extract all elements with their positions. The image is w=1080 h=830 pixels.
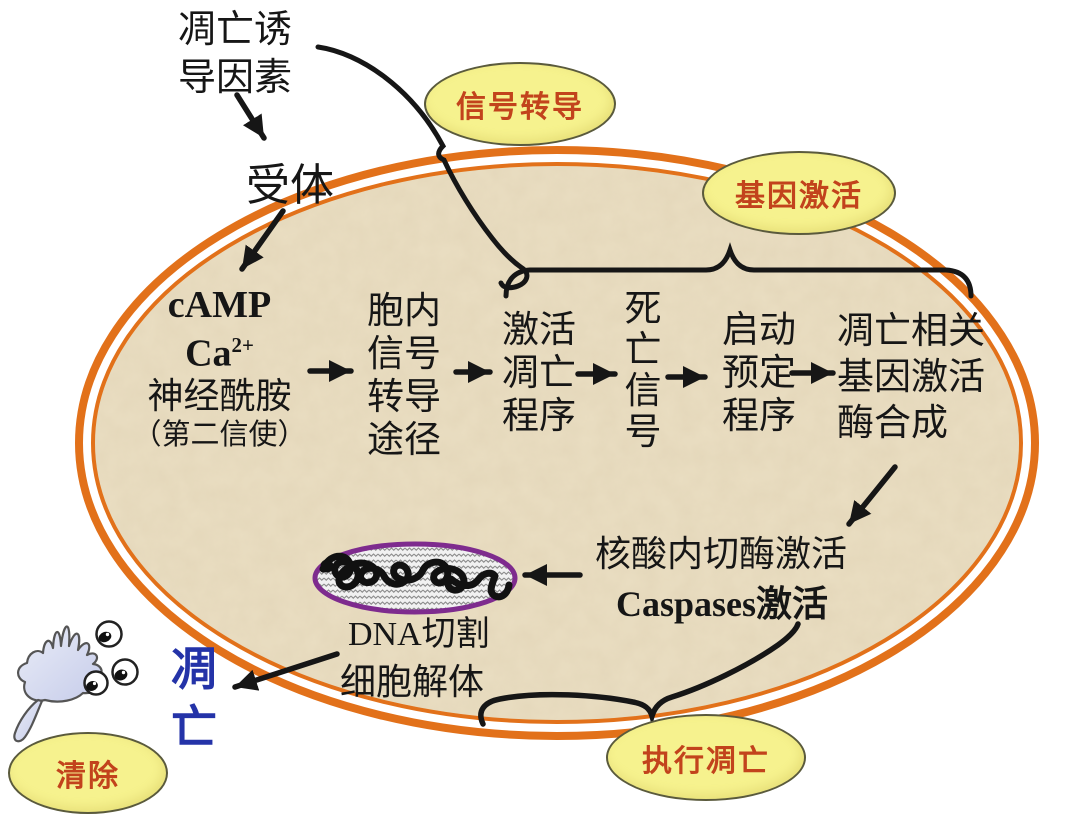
activate-line3: 程序 <box>502 396 576 437</box>
apoptosis-char2: 亡 <box>171 702 217 753</box>
phagocyte-illustration <box>13 620 139 743</box>
arrow-receptor-to-messengers <box>239 208 286 272</box>
badge-execute-apoptosis-label: 执行凋亡 <box>642 744 770 778</box>
calcium-line: Ca2+ <box>185 324 254 375</box>
dna-fragmentation-illustration <box>312 541 518 615</box>
death-line4: 号 <box>624 412 662 453</box>
death-line1: 死 <box>624 289 662 330</box>
receptor-label: 受体 <box>246 161 334 210</box>
initiate-line2: 预定 <box>722 353 796 394</box>
signal-transduction-curve <box>315 44 530 291</box>
cell-disintegration-label: 细胞解体 <box>340 662 485 702</box>
arrow-disintegration-to-phagocyte <box>232 651 340 691</box>
apoptosis-char1: 凋 <box>171 644 217 695</box>
inducer-line1: 凋亡诱 <box>177 9 292 51</box>
badge-gene-activation: 基因激活 <box>702 151 896 235</box>
genes-line1: 凋亡相关 <box>837 311 985 352</box>
badge-signal-transduction-label: 信号转导 <box>456 91 584 124</box>
initiate-line3: 程序 <box>722 396 796 437</box>
initiate-program-label: 启动 预定 程序 <box>715 309 803 438</box>
endonuclease-label: 核酸内切酶激活 <box>594 534 847 574</box>
badge-clearance-label: 清除 <box>56 760 120 793</box>
activate-program-label: 激活 凋亡 程序 <box>496 309 582 438</box>
execute-apoptosis-brace <box>478 621 801 727</box>
phagocyte-tail <box>13 698 44 743</box>
badge-clearance: 清除 <box>8 732 168 814</box>
second-messengers-label: cAMP Ca2+ 神经酰胺 （第二信使） <box>112 286 327 453</box>
gene-activation-brace <box>503 242 974 299</box>
death-line3: 信 <box>624 371 662 412</box>
genes-line3: 酶合成 <box>837 403 948 444</box>
pathway-line1: 胞内 <box>367 291 441 332</box>
badge-signal-transduction: 信号转导 <box>424 62 616 146</box>
badge-execute-apoptosis: 执行凋亡 <box>606 714 806 801</box>
pathway-line2: 信号 <box>367 334 441 375</box>
camp-line: cAMP <box>167 284 272 326</box>
activate-line1: 激活 <box>502 310 576 351</box>
pathway-line3: 转导 <box>367 377 441 418</box>
death-signal-label: 死 亡 信 号 <box>621 289 665 453</box>
calcium-base: Ca <box>185 332 232 375</box>
apoptosis-label: 凋 亡 <box>166 641 222 757</box>
calcium-sup: 2+ <box>231 333 254 357</box>
initiate-line1: 启动 <box>722 310 796 351</box>
genes-line2: 基因激活 <box>837 357 985 398</box>
ceramide-line: 神经酰胺 <box>147 375 292 416</box>
second-messenger-note: （第二信使） <box>132 418 307 451</box>
dna-strand-squiggle <box>319 552 513 601</box>
death-line2: 亡 <box>624 330 662 371</box>
caspases-label: Caspases激活 <box>615 584 829 624</box>
apoptosis-genes-label: 凋亡相关 基因激活 酶合成 <box>837 309 999 447</box>
inducer-label: 凋亡诱 导因素 <box>160 6 310 102</box>
inducer-line2: 导因素 <box>177 57 292 99</box>
arrow-genes-to-enzyme <box>846 464 898 527</box>
badge-gene-activation-label: 基因激活 <box>735 180 863 213</box>
activate-line2: 凋亡 <box>502 353 576 394</box>
intracellular-pathway-label: 胞内 信号 转导 途径 <box>362 290 446 462</box>
pathway-line4: 途径 <box>367 420 441 461</box>
apoptotic-bodies <box>83 620 139 696</box>
flow-arrows <box>232 92 898 691</box>
dna-cleavage-label: DNA切割 <box>348 616 490 653</box>
arrow-inducer-to-receptor <box>234 92 267 141</box>
